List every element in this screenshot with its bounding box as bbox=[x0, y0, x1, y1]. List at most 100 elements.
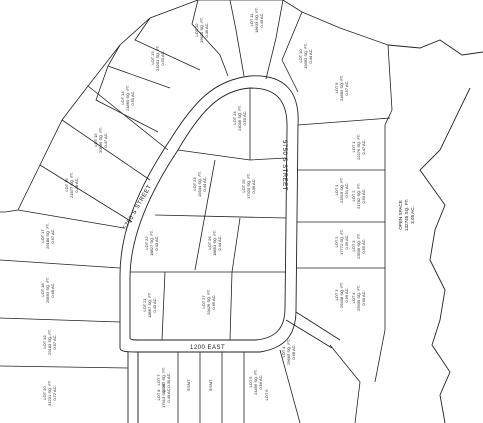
lot-sqft: 15087 SQ. FT. bbox=[161, 367, 166, 393]
lot-number: LOT 13 bbox=[150, 51, 155, 65]
lot-number: LOT 8 bbox=[156, 389, 161, 401]
lot-acres: 0.39 AC. bbox=[251, 178, 256, 193]
lot-number: LOT 15 bbox=[93, 133, 98, 147]
lot-acres: 0.48 AC. bbox=[74, 177, 79, 192]
lot-acres: 0.67 AC. bbox=[52, 334, 57, 349]
lot-sqft: 29426 SQ. FT. bbox=[206, 289, 211, 315]
lot-sqft: 29665 SQ. FT. bbox=[286, 339, 291, 365]
lot-sqft: 18853 SQ. FT. bbox=[212, 230, 217, 256]
lot-sqft: 23936 SQ. FT. bbox=[356, 233, 361, 259]
lot-acres: 0.50 AC. bbox=[361, 188, 366, 203]
lot-number: LOT 3 bbox=[334, 289, 339, 301]
lot-number: LOT 27 bbox=[201, 295, 206, 309]
lot-number: LOT 7 bbox=[156, 374, 161, 386]
lot-number: LOT 22 bbox=[144, 236, 149, 250]
north-boundary bbox=[198, 0, 393, 111]
lot-number: LOT 23 bbox=[192, 177, 197, 191]
lot-sqft: 25935 SQ. FT. bbox=[356, 285, 361, 311]
lot-number: LOT 24 bbox=[232, 111, 237, 125]
lot-acres: 0.43 AC. bbox=[154, 235, 159, 250]
easement-label-right: ESMT bbox=[208, 379, 213, 391]
lot-number: LOT 20 bbox=[42, 386, 47, 400]
lot-divider bbox=[95, 65, 159, 133]
lot-sqft: 19630 SQ. FT. bbox=[199, 17, 204, 43]
lot-divider bbox=[279, 349, 301, 423]
open-space-acres: 3.05 AC. bbox=[410, 206, 415, 224]
lot-number: LOT 1 bbox=[334, 184, 339, 196]
lot-acres: 0.43 AC. bbox=[259, 12, 264, 27]
lot-sqft: 17772 SQ. FT. bbox=[339, 229, 344, 255]
lot-sqft: 26438 SQ. FT. bbox=[339, 282, 344, 308]
lot-number: LOT 19 bbox=[42, 335, 47, 349]
lot-divider bbox=[0, 259, 121, 269]
lot-acres: 0.43 AC. bbox=[152, 297, 157, 312]
street-label-5750-west: 5750 S STREET bbox=[123, 184, 154, 231]
lot-acres: 0.44 AC. bbox=[308, 48, 313, 63]
lot-number: LOT 10 bbox=[298, 49, 303, 63]
lot-acres: 0.35 AC. bbox=[166, 372, 171, 387]
lot-sqft: 17513 SQ. FT. bbox=[161, 382, 166, 408]
lot-sqft: 21860 SQ. FT. bbox=[125, 85, 130, 111]
lot-acres: 0.65 AC. bbox=[211, 294, 216, 309]
east-connector-road bbox=[285, 311, 341, 349]
lot-number: LOT 18 bbox=[40, 283, 45, 297]
lot-sqft: 21782 SQ. FT. bbox=[356, 183, 361, 209]
lot-number: LOT 12 bbox=[194, 23, 199, 37]
lot-sqft: 20535 SQ. FT. bbox=[98, 127, 103, 153]
open-space-area: 132745 SQ. FT. bbox=[404, 199, 409, 231]
open-space-name: OPEN SPACE bbox=[398, 200, 403, 230]
lot-acres: 0.68 AC. bbox=[291, 344, 296, 359]
lot-sqft: 18827 SQ. FT. bbox=[149, 230, 154, 256]
lot-number: LOT 3 bbox=[351, 240, 356, 252]
lot-divider bbox=[191, 0, 229, 77]
lot-number: LOT 9 bbox=[334, 82, 339, 94]
easement-label-left: ESMT bbox=[186, 379, 191, 391]
lot-sqft: 23201 SQ. FT. bbox=[155, 45, 160, 71]
lot-number: LOT 6 bbox=[264, 389, 269, 401]
loop-road-outer-edge bbox=[119, 75, 299, 353]
lot-divider bbox=[229, 217, 241, 341]
lot-acres: 0.47 AC. bbox=[103, 132, 108, 147]
lot-sqft: 19344 SQ. FT. bbox=[197, 171, 202, 197]
lot-divider bbox=[329, 344, 361, 423]
east-lot-rear-line bbox=[374, 109, 393, 383]
lot-sqft: 17325 SQ. FT. bbox=[246, 173, 251, 199]
lot-sqft: 23316 SQ. FT. bbox=[339, 177, 344, 203]
lot-divider bbox=[0, 317, 121, 323]
lot-acres: 0.44 AC. bbox=[217, 235, 222, 250]
lot-number: LOT 11 bbox=[249, 13, 254, 27]
lot-acres: 0.55 AC. bbox=[242, 110, 247, 125]
lot-number: LOT 2 bbox=[334, 236, 339, 248]
lot-acres: 0.44 AC. bbox=[202, 176, 207, 191]
lot-acres: 0.40 AC. bbox=[166, 387, 171, 402]
lot-label-lot-06: LOT 6 bbox=[264, 389, 269, 401]
lot-sqft: 24683 SQ. FT. bbox=[339, 75, 344, 101]
lot-number: LOT 26 bbox=[207, 236, 212, 250]
lot-acres: 0.51 AC. bbox=[344, 182, 349, 197]
lot-number: LOT 2 bbox=[351, 190, 356, 202]
lot-sqft: 31231 SQ. FT. bbox=[47, 380, 52, 406]
lot-divider bbox=[194, 159, 216, 271]
street-label-5750-north: 5750 S STREET bbox=[281, 140, 287, 191]
lot-divider bbox=[39, 164, 133, 223]
lot-sqft: 18633 SQ. FT. bbox=[254, 7, 259, 33]
